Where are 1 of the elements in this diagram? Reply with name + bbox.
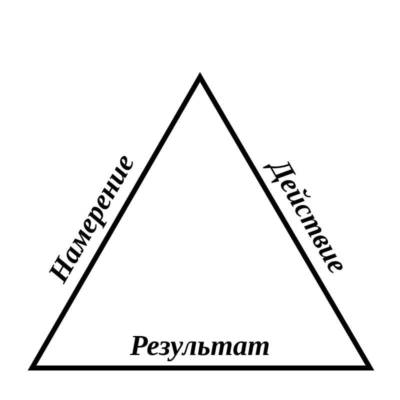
base-label: Результат [130,332,270,360]
